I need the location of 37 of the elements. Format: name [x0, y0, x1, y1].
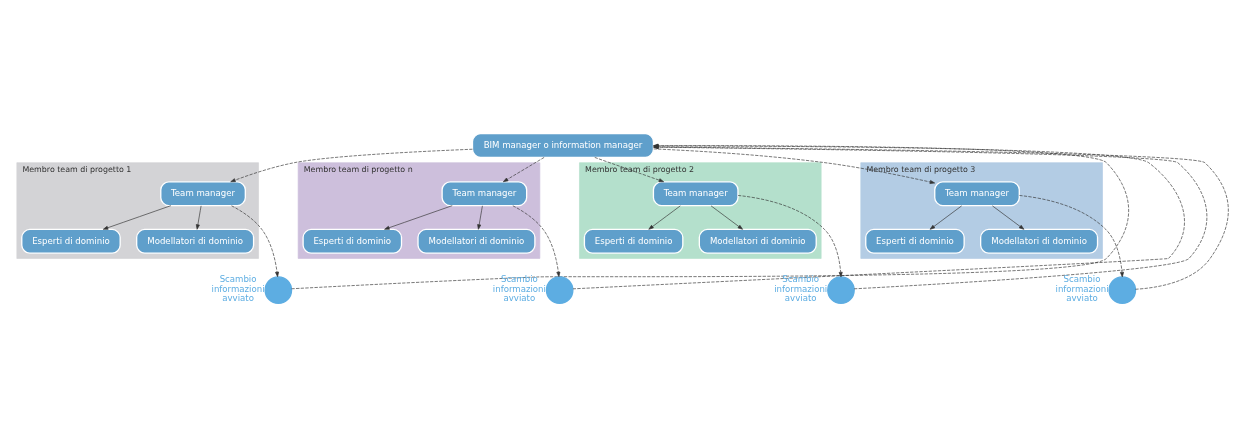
node-box: Esperti di dominio: [583, 228, 684, 254]
arrow: [512, 205, 561, 278]
node-box: Team manager: [160, 181, 246, 207]
node-box: Modellatori di dominio: [980, 228, 1099, 254]
node-box: Esperti di dominio: [21, 228, 121, 254]
node-box: Modellatori di dominio: [698, 228, 817, 254]
node-box: Team manager: [652, 181, 739, 207]
node-circle: [827, 276, 855, 305]
arrow: [737, 195, 843, 278]
arrow: [710, 205, 743, 230]
node-circle: [1108, 276, 1137, 305]
arrow: [195, 205, 202, 230]
arrow: [594, 157, 665, 183]
arrow: [653, 148, 936, 184]
arrow: [992, 205, 1025, 230]
arrow: [929, 205, 962, 230]
node-label: Scambio informazioni avviato: [211, 274, 265, 303]
node-circle: [264, 276, 293, 305]
node-box: Team manager: [441, 181, 528, 207]
arrow: [102, 205, 172, 230]
node-label: Scambio informazioni avviato: [492, 274, 546, 303]
node-box: Esperti di dominio: [302, 228, 403, 254]
arrow: [230, 148, 473, 183]
arrow: [384, 205, 453, 230]
node-circle: [545, 276, 574, 305]
node-box: Esperti di dominio: [865, 228, 965, 254]
node-label: Scambio informazioni avviato: [774, 274, 828, 303]
arrow: [477, 205, 483, 230]
node-box: BIM manager o information manager: [471, 133, 655, 159]
node-label: Scambio informazioni avviato: [1055, 274, 1109, 303]
arrow: [1019, 195, 1124, 278]
arrow: [503, 157, 545, 183]
arrow: [648, 205, 681, 230]
arrow: [231, 205, 279, 278]
node-box: Team manager: [934, 181, 1020, 207]
node-box: Modellatori di dominio: [417, 228, 536, 254]
node-box: Modellatori di dominio: [136, 228, 255, 254]
